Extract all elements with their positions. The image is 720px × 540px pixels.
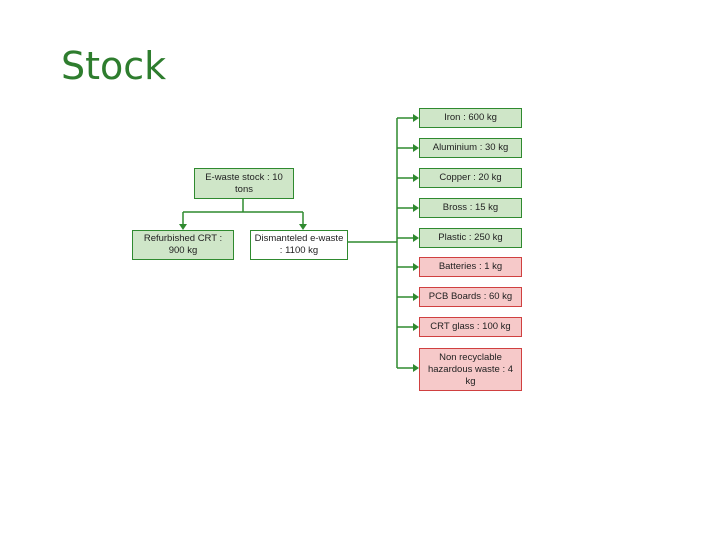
root-node: E-waste stock : 10 tons xyxy=(194,168,294,199)
output-node-aluminium: Aluminium : 30 kg xyxy=(419,138,522,158)
output-node-iron: Iron : 600 kg xyxy=(419,108,522,128)
output-node-batteries: Batteries : 1 kg xyxy=(419,257,522,277)
output-node-bross: Bross : 15 kg xyxy=(419,198,522,218)
output-node-copper: Copper : 20 kg xyxy=(419,168,522,188)
output-node-pcb-boards: PCB Boards : 60 kg xyxy=(419,287,522,307)
dismantled-ewaste-node: Dismanteled e-waste : 1100 kg xyxy=(250,230,348,260)
refurbished-crt-node: Refurbished CRT : 900 kg xyxy=(132,230,234,260)
output-node-non-recyclable: Non recyclable hazardous waste : 4 kg xyxy=(419,348,522,391)
output-node-plastic: Plastic : 250 kg xyxy=(419,228,522,248)
page-title: Stock xyxy=(61,44,167,88)
output-node-crt-glass: CRT glass : 100 kg xyxy=(419,317,522,337)
